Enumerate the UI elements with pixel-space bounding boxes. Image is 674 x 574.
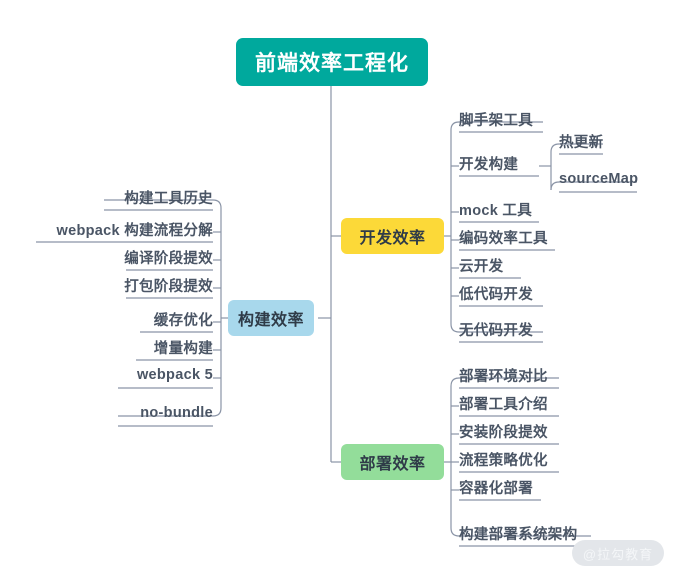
leaf-node-incremental-build[interactable]: 增量构建 [153,340,213,357]
leaf-node-deploy-tools-intro[interactable]: 部署工具介绍 [459,396,548,413]
branch-node-deploy[interactable]: 部署效率 [341,444,444,480]
leaf-node-webpack-5[interactable]: webpack 5 [136,367,213,383]
leaf-node-cache-optimize[interactable]: 缓存优化 [153,312,213,329]
root-node[interactable]: 前端效率工程化 [236,38,428,86]
leaf-node-deploy-env-compare[interactable]: 部署环境对比 [459,368,548,385]
leaf-node-hot-reload[interactable]: 热更新 [559,134,604,151]
leaf-node-cloud-dev[interactable]: 云开发 [459,258,504,275]
leaf-node-install-stage-optimize[interactable]: 安装阶段提效 [459,424,548,441]
leaf-node-bundle-stage-optimize[interactable]: 打包阶段提效 [124,278,213,295]
leaf-node-scaffold-tools[interactable]: 脚手架工具 [459,112,533,129]
leaf-node-no-bundle[interactable]: no-bundle [140,405,213,421]
branch-node-dev[interactable]: 开发效率 [341,218,444,254]
leaf-node-build-deploy-architecture[interactable]: 构建部署系统架构 [459,526,578,543]
leaf-node-dev-build[interactable]: 开发构建 [459,156,519,173]
leaf-node-coding-efficiency-tools[interactable]: 编码效率工具 [459,230,548,247]
watermark: @拉勾教育 [572,540,664,566]
branch-node-build[interactable]: 构建效率 [228,300,314,336]
leaf-node-mock-tools[interactable]: mock 工具 [459,202,533,219]
leaf-node-process-strategy-optimize[interactable]: 流程策略优化 [459,452,548,469]
leaf-node-build-tool-history[interactable]: 构建工具历史 [124,190,213,207]
leaf-node-no-code[interactable]: 无代码开发 [459,322,533,339]
leaf-node-compile-stage-optimize[interactable]: 编译阶段提效 [124,250,213,267]
leaf-node-webpack-build-flow[interactable]: webpack 构建流程分解 [56,222,213,239]
leaf-node-container-deploy[interactable]: 容器化部署 [459,480,533,497]
leaf-node-low-code[interactable]: 低代码开发 [459,286,533,303]
leaf-node-sourcemap[interactable]: sourceMap [559,171,639,187]
